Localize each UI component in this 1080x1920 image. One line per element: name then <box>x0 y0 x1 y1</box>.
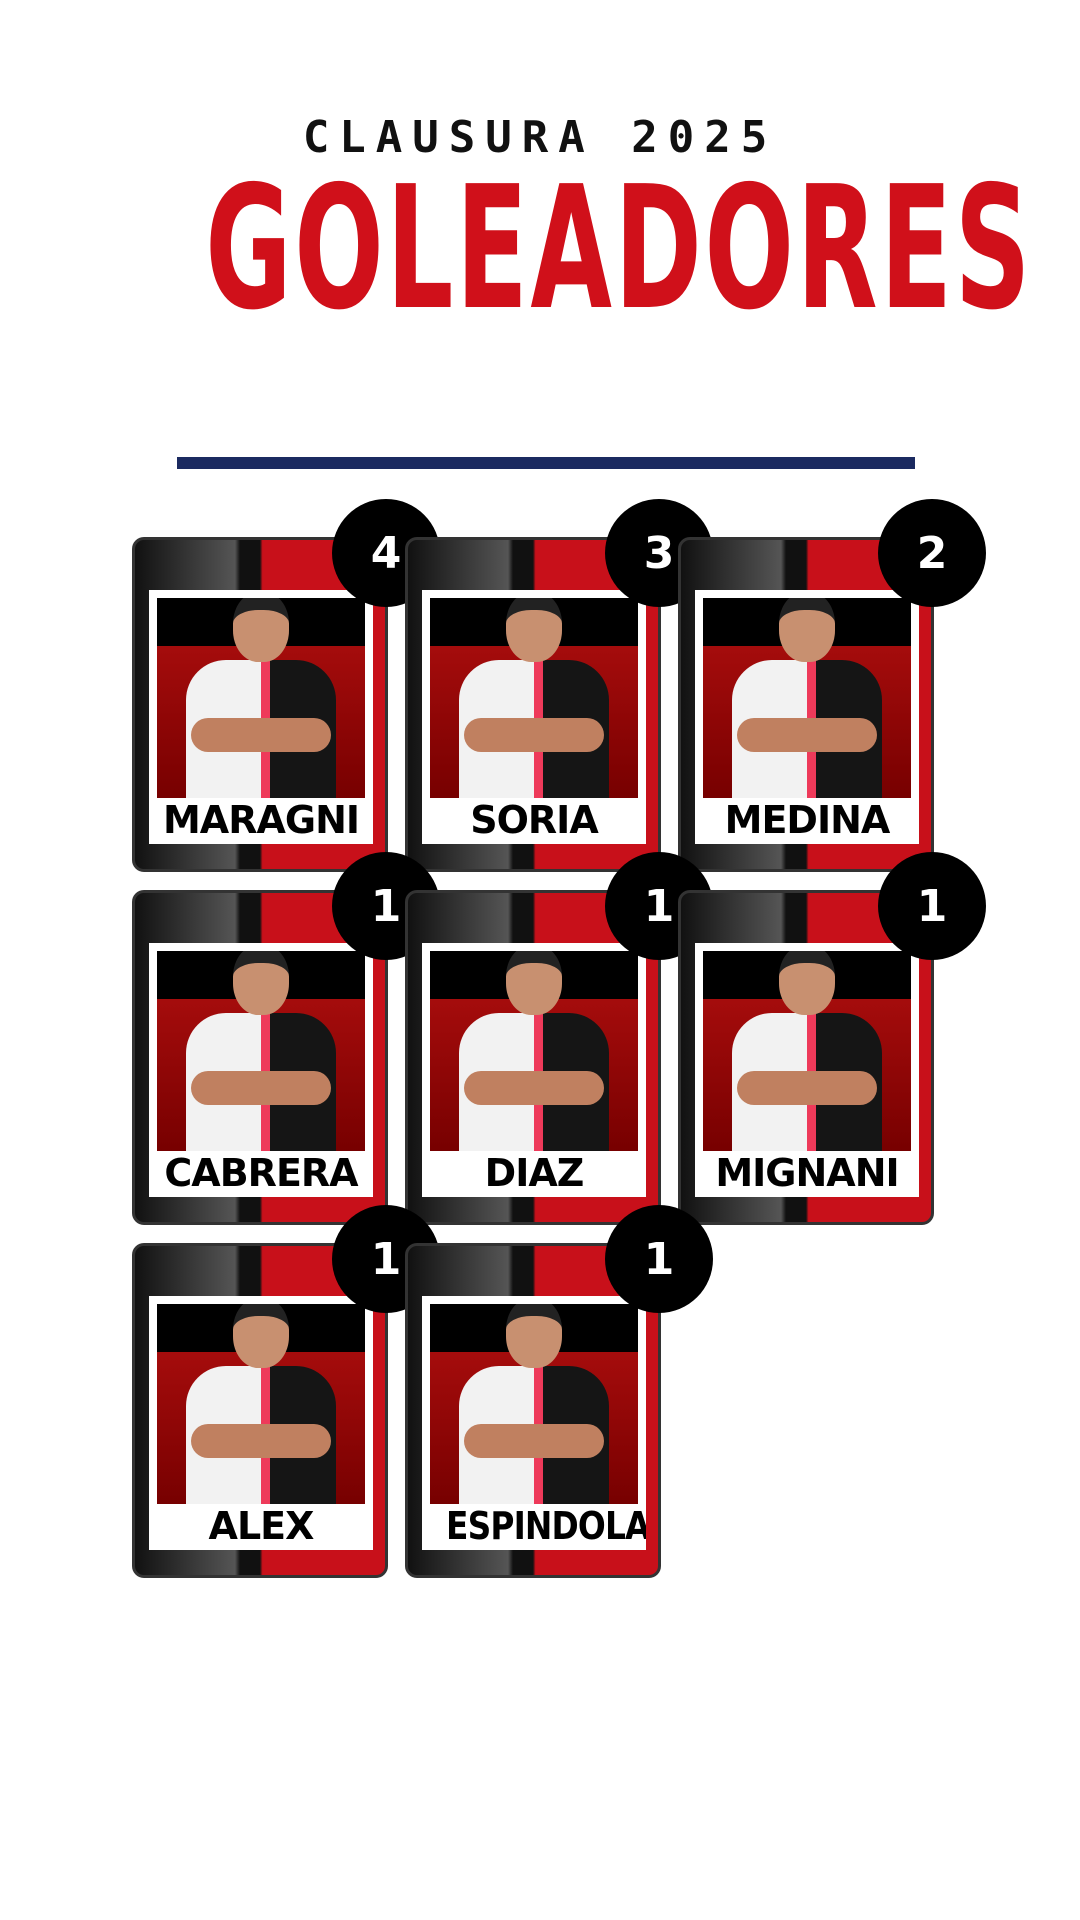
player-photo <box>157 1304 365 1504</box>
player-card: DIAZ <box>405 890 661 1225</box>
card-frame: ESPINDOLA <box>422 1296 646 1550</box>
card-frame: DIAZ <box>422 943 646 1197</box>
card-frame: MARAGNI <box>149 590 373 844</box>
page-title: GOLEADORES <box>205 150 1034 348</box>
card-frame: SORIA <box>422 590 646 844</box>
player-name: DIAZ <box>484 1151 585 1195</box>
goals-badge: 2 <box>878 499 986 607</box>
card-frame: CABRERA <box>149 943 373 1197</box>
player-photo <box>157 598 365 798</box>
player-card: MIGNANI <box>678 890 934 1225</box>
player-card: ESPINDOLA <box>405 1243 661 1578</box>
player-photo <box>157 951 365 1151</box>
player-name: CABRERA <box>164 1151 358 1195</box>
player-card: MEDINA <box>678 537 934 872</box>
player-photo <box>703 951 911 1151</box>
player-card: SORIA <box>405 537 661 872</box>
player-name: MARAGNI <box>162 798 360 842</box>
player-name: MEDINA <box>724 798 891 842</box>
divider <box>177 457 915 469</box>
player-name: SORIA <box>470 798 598 842</box>
player-photo <box>430 1304 638 1504</box>
player-card: CABRERA <box>132 890 388 1225</box>
player-card: ALEX <box>132 1243 388 1578</box>
goals-badge: 1 <box>605 1205 713 1313</box>
player-name: ESPINDOLA <box>446 1504 646 1548</box>
player-photo <box>430 598 638 798</box>
player-card: MARAGNI <box>132 537 388 872</box>
card-frame: ALEX <box>149 1296 373 1550</box>
card-frame: MIGNANI <box>695 943 919 1197</box>
card-frame: MEDINA <box>695 590 919 844</box>
player-name: ALEX <box>208 1504 315 1548</box>
player-photo <box>430 951 638 1151</box>
goals-badge: 1 <box>878 852 986 960</box>
player-photo <box>703 598 911 798</box>
season-subtitle: CLAUSURA 2025 <box>302 112 778 163</box>
player-name: MIGNANI <box>715 1151 899 1195</box>
